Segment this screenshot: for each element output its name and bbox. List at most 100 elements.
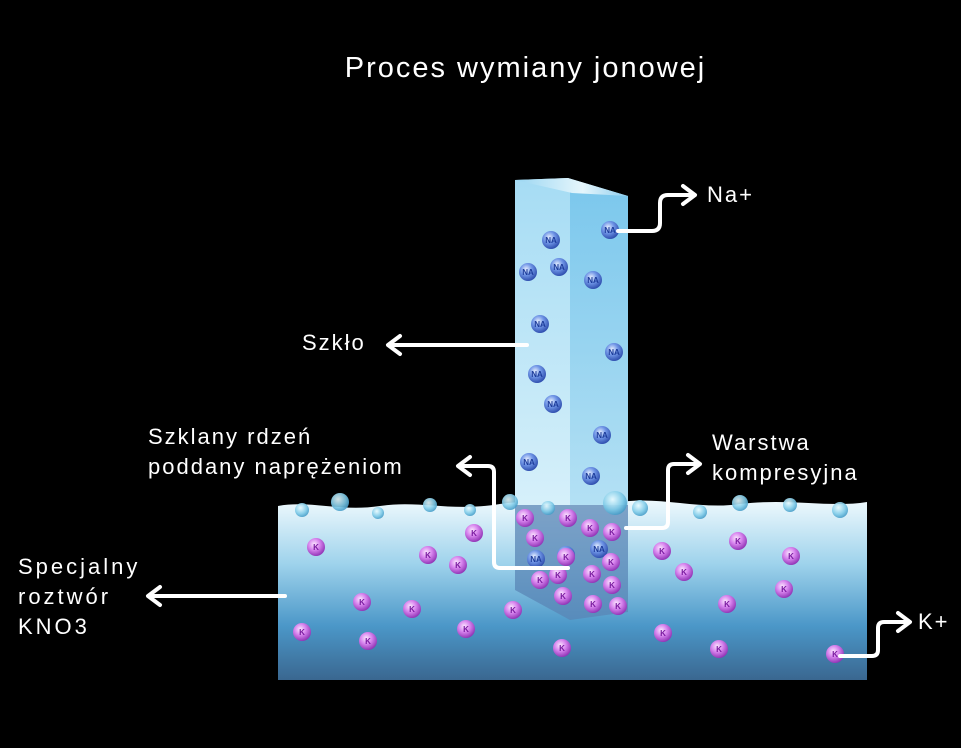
core-arrow — [456, 455, 570, 570]
glass-arrow — [386, 334, 529, 356]
bubble — [464, 504, 476, 516]
potassium-ion: K — [293, 623, 311, 641]
svg-text:K: K — [563, 553, 569, 562]
sodium-ion: NA — [601, 221, 619, 239]
stressed-core-label-line2: poddany naprężeniom — [148, 454, 404, 479]
potassium-ion: K — [718, 595, 736, 613]
bubble — [783, 498, 797, 512]
svg-text:NA: NA — [604, 226, 616, 235]
potassium-ion: K — [457, 620, 475, 638]
svg-text:NA: NA — [531, 370, 543, 379]
potassium-ion: K — [559, 509, 577, 527]
ion-particles: NANANANANANANANANANANANANANANAKKKKKKKKKK… — [293, 221, 844, 663]
potassium-ion: K — [526, 529, 544, 547]
svg-text:K: K — [660, 629, 666, 638]
svg-text:K: K — [832, 650, 838, 659]
sodium-ion: NA — [527, 550, 545, 568]
svg-text:K: K — [681, 568, 687, 577]
svg-text:NA: NA — [534, 320, 546, 329]
stressed-core-label: Szklany rdzeń poddany naprężeniom — [148, 422, 404, 482]
solution-label-line3: KNO3 — [18, 614, 90, 639]
svg-text:K: K — [609, 581, 615, 590]
sodium-ion: NA — [590, 540, 608, 558]
compression-layer-label: Warstwa kompresyjna — [712, 428, 859, 488]
potassium-ion: K — [603, 523, 621, 541]
svg-text:K: K — [532, 534, 538, 543]
svg-text:K: K — [609, 528, 615, 537]
potassium-ion: K — [553, 639, 571, 657]
potassium-ion: K — [307, 538, 325, 556]
compression-layer-label-line2: kompresyjna — [712, 460, 859, 485]
potassium-ion: K — [583, 565, 601, 583]
potassium-ion: K — [531, 571, 549, 589]
potassium-ion: K — [603, 576, 621, 594]
svg-text:K: K — [735, 537, 741, 546]
sodium-ion: NA — [593, 426, 611, 444]
potassium-ion: K — [359, 632, 377, 650]
potassium-ion: K — [557, 548, 575, 566]
surface-bubbles — [295, 491, 848, 519]
bubble — [331, 493, 349, 511]
potassium-ion: K — [516, 509, 534, 527]
sodium-ion: NA — [582, 467, 600, 485]
bubble — [632, 500, 648, 516]
bubble — [423, 498, 437, 512]
potassium-ion: K — [449, 556, 467, 574]
sodium-ion: NA — [542, 231, 560, 249]
potassium-ion: K — [554, 587, 572, 605]
compression-layer-label-line1: Warstwa — [712, 430, 811, 455]
svg-text:K: K — [781, 585, 787, 594]
potassium-ion: K — [710, 640, 728, 658]
svg-text:K: K — [359, 598, 365, 607]
svg-text:K: K — [716, 645, 722, 654]
svg-text:K: K — [589, 570, 595, 579]
svg-text:K: K — [559, 644, 565, 653]
svg-text:NA: NA — [553, 263, 565, 272]
potassium-ion: K — [465, 524, 483, 542]
potassium-ion: K — [549, 566, 567, 584]
svg-text:K: K — [555, 571, 561, 580]
potassium-ion: K — [419, 546, 437, 564]
k-plus-label: K+ — [918, 609, 950, 634]
svg-text:K: K — [409, 605, 415, 614]
bubble — [732, 495, 748, 511]
potassium-ion: K — [826, 645, 844, 663]
potassium-ion: K — [782, 547, 800, 565]
bubble — [372, 507, 384, 519]
bubble — [603, 491, 627, 515]
svg-text:NA: NA — [585, 472, 597, 481]
svg-text:K: K — [425, 551, 431, 560]
potassium-ion: K — [609, 597, 627, 615]
sodium-ion: NA — [605, 343, 623, 361]
svg-text:K: K — [313, 543, 319, 552]
solution-label: Specjalny roztwór KNO3 — [18, 552, 140, 642]
svg-text:NA: NA — [587, 276, 599, 285]
svg-text:K: K — [463, 625, 469, 634]
bubble — [295, 503, 309, 517]
potassium-ion: K — [602, 553, 620, 571]
svg-text:K: K — [590, 600, 596, 609]
svg-text:NA: NA — [522, 268, 534, 277]
svg-text:NA: NA — [596, 431, 608, 440]
svg-text:K: K — [659, 547, 665, 556]
potassium-ion: K — [584, 595, 602, 613]
svg-text:K: K — [522, 514, 528, 523]
svg-text:NA: NA — [547, 400, 559, 409]
svg-text:NA: NA — [608, 348, 620, 357]
svg-text:K: K — [537, 576, 543, 585]
svg-text:K: K — [510, 606, 516, 615]
svg-text:K: K — [608, 558, 614, 567]
svg-text:K: K — [560, 592, 566, 601]
svg-text:K: K — [565, 514, 571, 523]
sodium-ion: NA — [544, 395, 562, 413]
svg-text:K: K — [455, 561, 461, 570]
potassium-ion: K — [403, 600, 421, 618]
bubble — [541, 501, 555, 515]
solution-arrow — [146, 585, 287, 607]
potassium-ion: K — [653, 542, 671, 560]
diagram-title: Proces wymiany jonowej — [344, 52, 707, 84]
bubble — [693, 505, 707, 519]
potassium-ion: K — [581, 519, 599, 537]
svg-text:NA: NA — [545, 236, 557, 245]
